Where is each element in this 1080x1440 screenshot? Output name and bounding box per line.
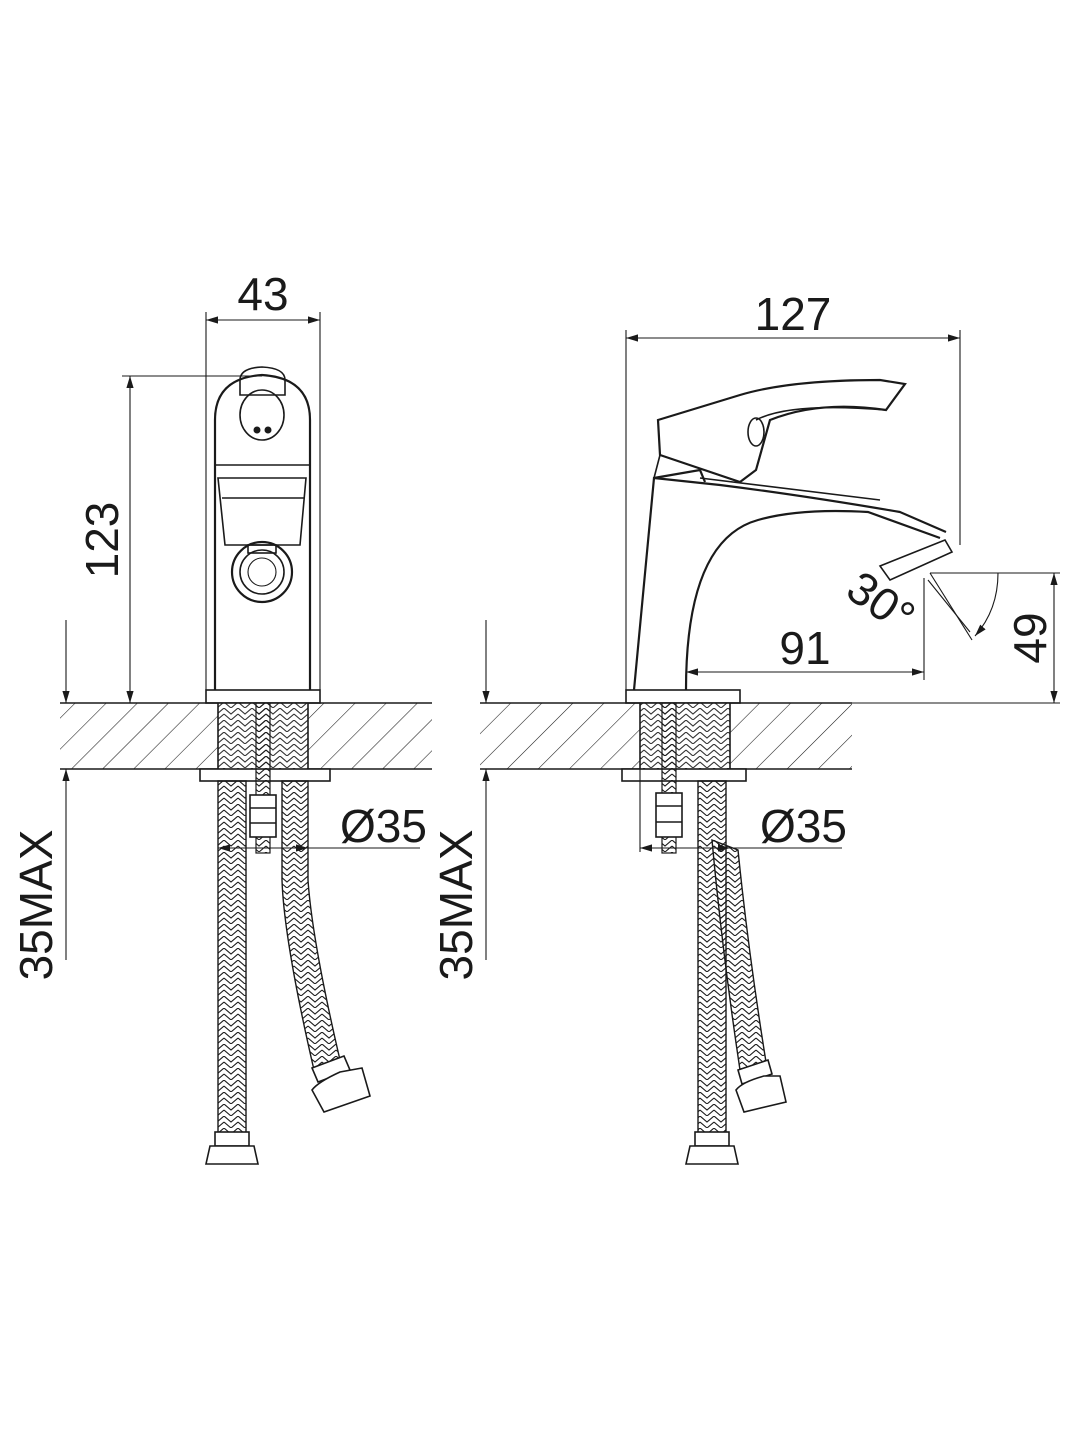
faucet-body-front <box>205 366 321 704</box>
dimension-thickness-side: 35MAX <box>430 620 490 981</box>
dimension-label-length: 127 <box>755 288 832 340</box>
front-view: 43 123 Ø35 35MAX <box>10 268 432 1165</box>
dimension-label-height: 123 <box>76 502 128 579</box>
dimension-height-front: 123 <box>76 375 262 703</box>
mounting-plate-side <box>621 768 747 782</box>
dimension-thickness-front: 35MAX <box>10 620 70 981</box>
dimension-length-side: 127 <box>625 288 961 690</box>
supply-hoses-side <box>655 702 787 1165</box>
dimension-label-angle: 30° <box>838 561 925 643</box>
dimension-outlet-height-side: 49 <box>930 572 1060 703</box>
dimension-hole-front: Ø35 <box>218 800 427 852</box>
dimension-label-hole-side: Ø35 <box>760 800 847 852</box>
dimension-label-reach: 91 <box>779 622 830 674</box>
dimension-angle-side: 30° <box>838 561 1000 643</box>
dimension-label-hole: Ø35 <box>340 800 427 852</box>
dimension-label-thickness: 35MAX <box>10 830 62 981</box>
dimension-label-width: 43 <box>237 268 288 320</box>
dimension-label-thickness-side: 35MAX <box>430 830 482 981</box>
supply-hoses-front <box>205 702 371 1165</box>
dimension-reach-side: 91 <box>686 578 925 680</box>
dimension-label-outlet-height: 49 <box>1004 612 1056 663</box>
dimension-hole-side: Ø35 <box>639 769 847 852</box>
faucet-body-side <box>625 378 954 704</box>
dimension-width-front: 43 <box>205 268 321 690</box>
side-view: 127 91 49 30° Ø35 <box>430 288 1060 1165</box>
